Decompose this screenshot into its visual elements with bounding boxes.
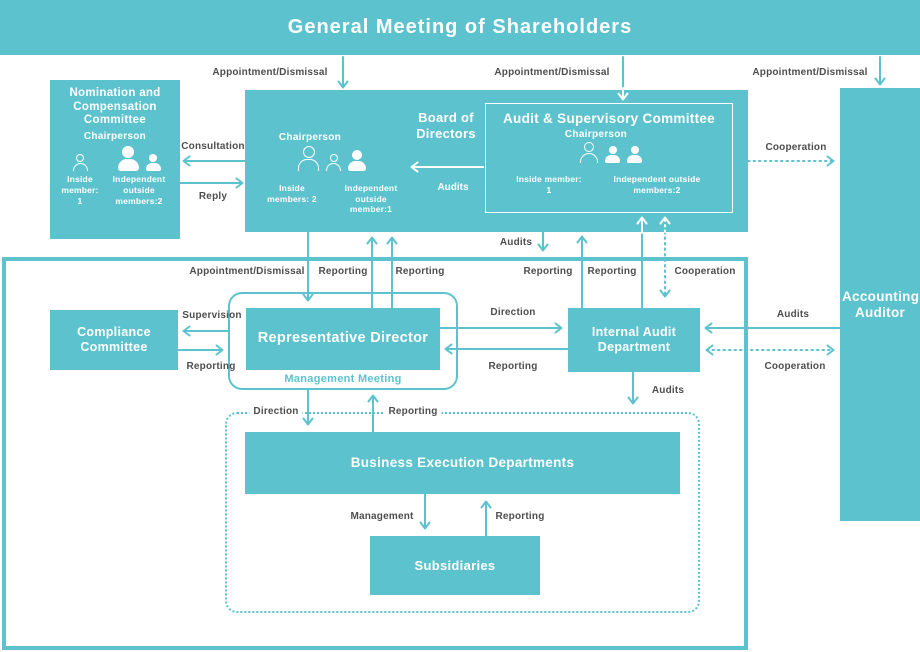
person-outline-icon — [298, 146, 319, 171]
label-reply: Reply — [198, 191, 228, 202]
label-reporting-iad: Reporting — [488, 361, 538, 372]
person-outline-icon — [326, 154, 341, 171]
audit-committee-chairperson-label: Chairperson — [564, 129, 628, 140]
business-group-dotted-container — [225, 412, 700, 613]
subsidiaries-title: Subsidiaries — [414, 557, 496, 573]
business-execution-departments-box: Business Execution Departments — [245, 432, 680, 494]
person-outline-icon — [580, 142, 598, 163]
person-filled-icon — [605, 146, 620, 163]
nomination-outside-label: Independent outside members:2 — [112, 174, 166, 206]
label-cooperation-top: Cooperation — [765, 142, 827, 153]
management-meeting-frame: Management Meeting — [228, 292, 458, 390]
execution-structure-container — [2, 257, 748, 650]
nomination-compensation-committee-box: Nomination and Compensation Committee Ch… — [50, 80, 180, 239]
board-of-directors-box: Chairperson Inside members: 2 Independen… — [245, 90, 748, 232]
board-member-icons — [287, 146, 377, 171]
label-appointment-dismissal-lower: Appointment/Dismissal — [189, 266, 305, 277]
label-reporting-bed: Reporting — [384, 406, 442, 417]
person-outline-icon — [72, 154, 88, 172]
label-management: Management — [350, 511, 414, 522]
board-audits-label: Audits — [437, 182, 469, 193]
audit-committee-member-icons — [561, 142, 661, 163]
compliance-title: Compliance Committee — [77, 325, 151, 354]
label-audits-iad-down: Audits — [651, 385, 685, 396]
label-cooperation-mid: Cooperation — [674, 266, 736, 277]
label-consultation: Consultation — [181, 141, 245, 152]
person-filled-icon — [348, 150, 366, 171]
internal-audit-department-box: Internal Audit Department — [568, 308, 700, 372]
accounting-auditor-title: Accounting Auditor — [842, 288, 920, 320]
nomination-inside-label: Inside member: 1 — [61, 174, 99, 206]
label-appointment-dismissal-3: Appointment/Dismissal — [752, 67, 868, 78]
label-reporting-1: Reporting — [318, 266, 368, 277]
representative-director-title: Representative Director — [257, 330, 429, 347]
label-supervision: Supervision — [182, 310, 242, 321]
compliance-committee-box: Compliance Committee — [50, 310, 178, 370]
banner-title: General Meeting of Shareholders — [287, 15, 633, 38]
board-outside-label: Independent outside member:1 — [344, 183, 398, 215]
board-chairperson-label: Chairperson — [278, 132, 342, 143]
label-reporting-2: Reporting — [395, 266, 445, 277]
label-reporting-subsidiaries: Reporting — [495, 511, 545, 522]
label-direction-bed: Direction — [249, 406, 303, 417]
label-reporting-4: Reporting — [587, 266, 637, 277]
audit-committee-inside-label: Inside member: 1 — [516, 174, 582, 195]
label-reporting-compliance: Reporting — [186, 361, 236, 372]
person-filled-icon — [627, 146, 642, 163]
representative-director-box: Representative Director — [246, 308, 440, 370]
accounting-auditor-box: Accounting Auditor — [840, 88, 920, 521]
audit-committee-outside-label: Independent outside members:2 — [613, 174, 701, 195]
label-audits-committee-down: Audits — [499, 237, 533, 248]
internal-audit-title: Internal Audit Department — [591, 325, 677, 354]
person-filled-icon — [117, 146, 139, 172]
person-filled-icon — [145, 154, 161, 172]
subsidiaries-box: Subsidiaries — [370, 536, 540, 595]
label-direction-iad: Direction — [490, 307, 536, 318]
nomination-outside-icons — [117, 146, 161, 172]
audit-committee-title: Audit & Supervisory Committee — [503, 111, 715, 126]
label-cooperation-low: Cooperation — [764, 361, 826, 372]
nomination-members: Inside member: 1 Independent outside mem… — [59, 146, 171, 206]
nomination-chairperson-label: Chairperson — [83, 130, 147, 142]
label-audits-accounting: Audits — [776, 309, 810, 320]
board-inside-label: Inside members: 2 — [267, 183, 317, 204]
banner-general-meeting: General Meeting of Shareholders — [0, 0, 920, 55]
nomination-title: Nomination and Compensation Committee — [69, 87, 161, 127]
nomination-outside-col: Independent outside members:2 — [107, 146, 171, 206]
management-meeting-label: Management Meeting — [284, 373, 402, 385]
label-appointment-dismissal-1: Appointment/Dismissal — [212, 67, 328, 78]
board-title: Board of Directors — [416, 110, 476, 142]
audit-supervisory-committee-box: Audit & Supervisory Committee Chairperso… — [485, 103, 733, 213]
business-execution-title: Business Execution Departments — [350, 455, 575, 471]
nomination-inside-col: Inside member: 1 — [59, 146, 101, 206]
label-reporting-3: Reporting — [523, 266, 573, 277]
label-appointment-dismissal-2: Appointment/Dismissal — [494, 67, 610, 78]
